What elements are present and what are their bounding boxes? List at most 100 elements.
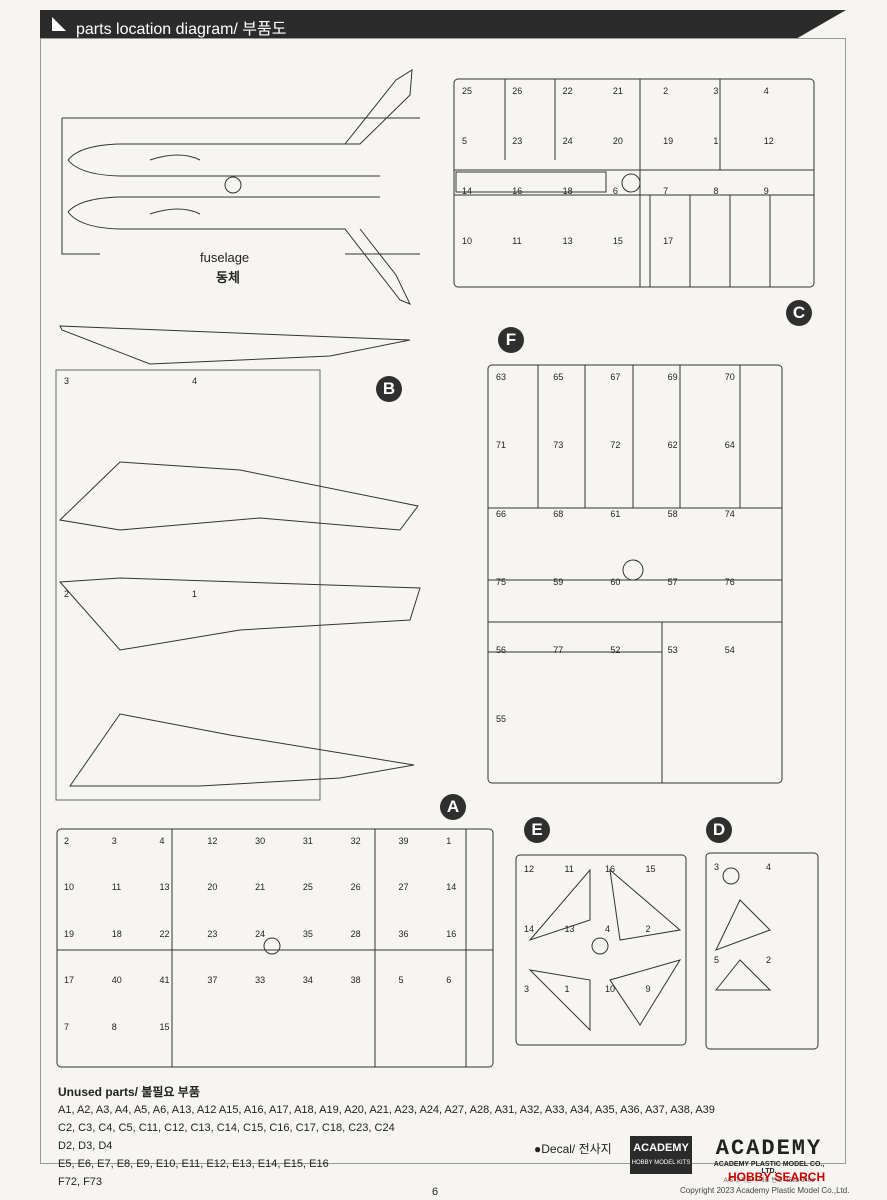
sprue-e-badge: E [524,817,550,843]
part-number: 25 [302,882,313,893]
part-number: 12 [207,836,218,846]
part-number: 33 [255,975,266,986]
part-number: 17 [663,236,674,246]
sprue-b [55,325,421,801]
company-name: ACADEMY PLASTIC MODEL CO., LTD. [713,1161,825,1175]
part-number: 35 [302,928,313,939]
part-number: 41 [159,975,170,986]
part-number: 30 [255,836,266,846]
part-number: 6 [612,186,618,196]
part-number: 17 [64,975,75,986]
header-triangle-icon [52,17,66,31]
part-number: 8 [713,186,719,196]
part-number: 65 [553,372,564,382]
part-number: 16 [512,186,523,196]
part-number: 61 [610,508,621,519]
part-number: 20 [207,882,218,893]
part-number: 59 [553,577,564,587]
part-number: 34 [302,975,313,986]
part-number: 14 [462,186,473,196]
part-number: 25 [462,86,473,96]
part-number: 26 [350,882,361,893]
part-number: 73 [553,440,564,451]
copyright: Copyright 2023 Academy Plastic Model Co.… [680,1186,850,1195]
part-number: 76 [724,577,735,587]
part-number: 37 [207,975,218,986]
part-number: 52 [610,645,621,656]
part-number: 11 [564,864,574,874]
watermark: HOBBY SEARCH [728,1170,826,1184]
part-number: 72 [610,440,621,451]
part-number: 13 [564,924,575,934]
part-number: 1 [192,589,198,599]
academy-badge-logo: ACADEMY HOBBY MODEL KITS [630,1136,692,1174]
part-number: 60 [610,577,621,587]
part-number: 13 [562,236,573,246]
part-number: 24 [562,136,573,146]
part-number: 3 [64,376,70,386]
part-number: 16 [446,928,457,939]
sprue-c-badge: C [786,300,812,326]
part-number: 2 [766,955,772,965]
part-number: 27 [398,882,409,893]
part-number: 63 [496,372,507,382]
part-number: 75 [496,577,507,587]
part-number: 9 [645,984,651,994]
part-number: 2 [663,86,669,96]
part-number: 55 [496,713,507,724]
academy-badge-text: ACADEMY [633,1142,689,1154]
part-number: 3 [714,862,720,872]
part-number: 4 [763,86,769,96]
part-number: 15 [612,236,623,246]
sprue-d [705,852,819,1050]
unused-line: C2, C3, C4, C5, C11, C12, C13, C14, C15,… [58,1122,395,1134]
sprue-f-badge: F [498,327,524,353]
part-number: 10 [64,882,75,893]
part-number: 1 [713,136,719,146]
part-number: 19 [663,136,674,146]
part-number: 19 [64,928,75,939]
sprue-a-badge: A [440,794,466,820]
part-number: 22 [562,86,573,96]
sprue-f [487,364,783,784]
fuselage-label-ko: 동체 [216,270,240,285]
service-number: A/S 고객센터 대표 번호 :1588-3406 [723,1178,815,1184]
part-number: 12 [524,864,535,874]
part-number: 15 [159,1021,170,1032]
part-number: 70 [724,372,735,382]
part-number: 18 [111,928,122,939]
sprue-c [453,78,815,288]
part-number: 66 [496,508,507,519]
part-number: 11 [111,882,122,893]
part-number: 26 [512,86,523,96]
part-number: 57 [667,577,678,587]
part-number: 5 [714,955,720,965]
part-number: 38 [350,975,361,986]
part-number: 53 [667,645,678,656]
part-number: 3 [111,836,117,846]
part-number: 58 [667,508,678,519]
part-number: 40 [111,975,122,986]
unused-parts-list: Unused parts/ 불필요 부품 A1, A2, A3, A4, A5,… [58,1083,715,1191]
part-number: 23 [207,928,218,939]
part-number: 7 [64,1021,70,1032]
part-number: 28 [350,928,361,939]
unused-heading: Unused parts/ 불필요 부품 [58,1085,200,1099]
part-number: 8 [111,1021,117,1032]
part-number: 4 [766,862,772,872]
part-number: 13 [159,882,170,893]
part-number: 4 [159,836,165,846]
part-number: 2 [645,924,651,934]
unused-line: F72, F73 [58,1176,103,1188]
part-number: 31 [302,836,313,846]
part-number: 36 [398,928,409,939]
part-number: 56 [496,645,507,656]
fuselage-label: fuselage [200,250,250,265]
part-number: 68 [553,508,564,519]
academy-badge-sub: HOBBY MODEL KITS [631,1160,691,1166]
diagram-frame [40,38,846,1164]
part-number: 15 [645,864,656,874]
academy-logo: ACADEMY ACADEMY PLASTIC MODEL CO., LTD. … [706,1136,832,1184]
academy-logo-text: ACADEMY [715,1136,823,1161]
